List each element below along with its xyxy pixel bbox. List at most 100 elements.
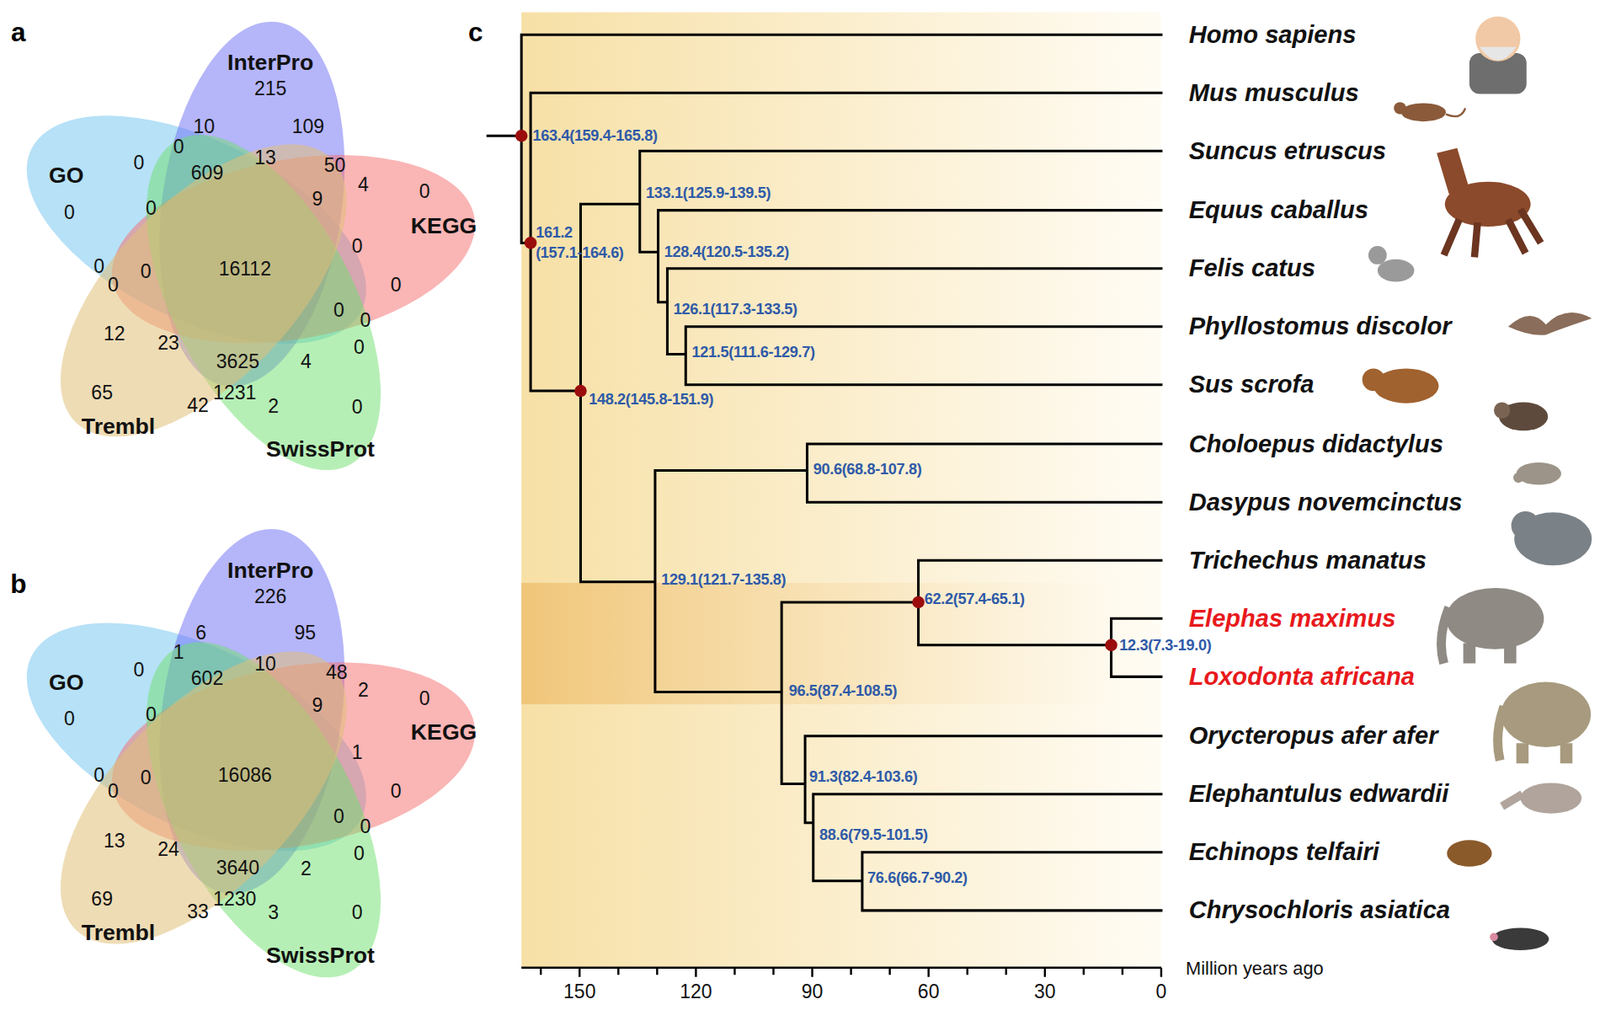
overlap-count: 0 — [107, 275, 119, 297]
animal-icons — [1362, 16, 1593, 950]
species-name: Loxodonta africana — [1189, 662, 1415, 690]
overlap-count: 0 — [140, 261, 152, 283]
armadillo-icon — [1513, 462, 1562, 486]
species-name: Choloepus didactylus — [1189, 430, 1444, 458]
trembl-ellipse — [11, 602, 396, 992]
species-name: Phyllostomus discolor — [1189, 313, 1452, 341]
overlap-count: 65 — [90, 383, 113, 405]
bat-icon — [1508, 312, 1592, 336]
divergence-time: 126.1(117.3-133.5) — [673, 300, 798, 318]
overlap-count: 13 — [103, 831, 126, 853]
overlap-count: 0 — [359, 816, 371, 838]
overlap-count: 0 — [333, 806, 345, 828]
overlap-count: 226 — [254, 586, 287, 608]
overlap-count: 12 — [103, 324, 126, 346]
divergence-time: 133.1(125.9-139.5) — [645, 184, 771, 202]
overlap-count: 3 — [267, 902, 279, 924]
time-axis — [521, 967, 1162, 977]
overlap-count: 10 — [193, 117, 216, 139]
overlap-count: 16086 — [218, 764, 272, 786]
mouse-icon — [1393, 101, 1466, 122]
overlap-count: 10 — [254, 653, 277, 675]
overlap-count: 48 — [325, 662, 348, 684]
overlap-count: 33 — [186, 901, 209, 923]
species-name: Equus caballus — [1189, 197, 1369, 224]
overlap-count: 0 — [145, 704, 157, 726]
species-name: Trichechus manatus — [1189, 546, 1427, 574]
overlap-count: 3640 — [216, 858, 260, 880]
set-name: SwissProt — [266, 943, 375, 968]
overlap-count: 13 — [254, 147, 277, 169]
overlap-count: 1231 — [213, 383, 256, 405]
overlap-count: 6 — [195, 623, 207, 645]
venn-b — [0, 517, 514, 1010]
divergence-time: 62.2(57.4-65.1) — [924, 590, 1025, 608]
overlap-count: 0 — [353, 843, 365, 865]
asian-elephant-icon — [1440, 587, 1544, 664]
set-name: InterPro — [227, 558, 314, 583]
species-name: Dasypus novemcinctus — [1189, 488, 1463, 516]
overlap-count: 95 — [293, 623, 316, 645]
axis-title: Million years ago — [1185, 959, 1324, 980]
overlap-count: 0 — [352, 236, 363, 258]
species-name: Chrysochloris asiatica — [1189, 896, 1451, 924]
overlap-count: 0 — [353, 337, 365, 359]
overlap-count: 0 — [133, 659, 144, 681]
overlap-count: 0 — [352, 397, 363, 419]
axis-tick-label: 0 — [1156, 981, 1168, 1003]
african-elephant-icon — [1498, 681, 1592, 763]
divergence-time: 121.5(111.6-129.7) — [692, 343, 816, 361]
axis-tick-label: 60 — [917, 981, 940, 1003]
set-name: InterPro — [227, 50, 314, 75]
panel-letter: b — [10, 569, 27, 599]
divergence-time: 129.1(121.7-135.8) — [661, 570, 786, 588]
horse-icon — [1436, 148, 1542, 258]
set-name: KEGG — [410, 213, 478, 239]
overlap-count: 0 — [93, 764, 105, 786]
boar-icon — [1362, 368, 1440, 403]
overlap-count: 0 — [390, 275, 402, 297]
species-name: Homo sapiens — [1189, 21, 1357, 48]
set-name: Trembl — [81, 920, 155, 945]
species-name: Elephantulus edwardii — [1189, 780, 1450, 808]
tree-branches — [487, 34, 1162, 911]
overlap-count: 0 — [359, 310, 371, 332]
overlap-count: 9 — [311, 695, 323, 717]
overlap-count: 609 — [191, 162, 224, 184]
species-name: Echinops telfairi — [1189, 838, 1380, 866]
overlap-count: 0 — [390, 781, 402, 803]
divergence-time: 163.4(159.4-165.8) — [533, 127, 658, 144]
overlap-count: 109 — [292, 117, 325, 139]
trembl-ellipse — [11, 96, 396, 486]
manatee-icon — [1511, 511, 1593, 566]
overlap-count: 602 — [191, 667, 224, 689]
overlap-count: 0 — [333, 300, 345, 322]
species-name: Sus scrofa — [1189, 371, 1315, 399]
overlap-count: 3625 — [216, 352, 260, 374]
overlap-count: 4 — [357, 175, 369, 197]
time-background — [521, 12, 1162, 968]
overlap-count: 1230 — [213, 889, 256, 911]
tenrec-icon — [1446, 839, 1492, 867]
overlap-count: 2 — [300, 858, 312, 880]
overlap-count: 16112 — [218, 258, 272, 280]
overlap-count: 2 — [267, 396, 279, 418]
overlap-count: 0 — [64, 709, 75, 731]
divergence-time: 91.3(82.4-103.6) — [809, 768, 918, 785]
overlap-count: 24 — [157, 839, 180, 861]
overlap-count: 4 — [300, 352, 312, 374]
overlap-count: 1 — [352, 742, 363, 764]
species-name: Suncus etruscus — [1189, 137, 1387, 165]
cat-icon — [1368, 245, 1415, 282]
human-icon — [1469, 16, 1527, 94]
overlap-count: 0 — [419, 688, 431, 710]
set-name: SwissProt — [266, 437, 375, 462]
panel-letter: c — [468, 17, 484, 48]
divergence-time: (157.1-164.6) — [535, 245, 624, 262]
overlap-count: 50 — [324, 155, 347, 177]
overlap-count: 0 — [352, 902, 363, 924]
calibration-dots — [515, 129, 1118, 651]
panel-letter: a — [10, 17, 27, 48]
overlap-count: 0 — [419, 181, 431, 203]
